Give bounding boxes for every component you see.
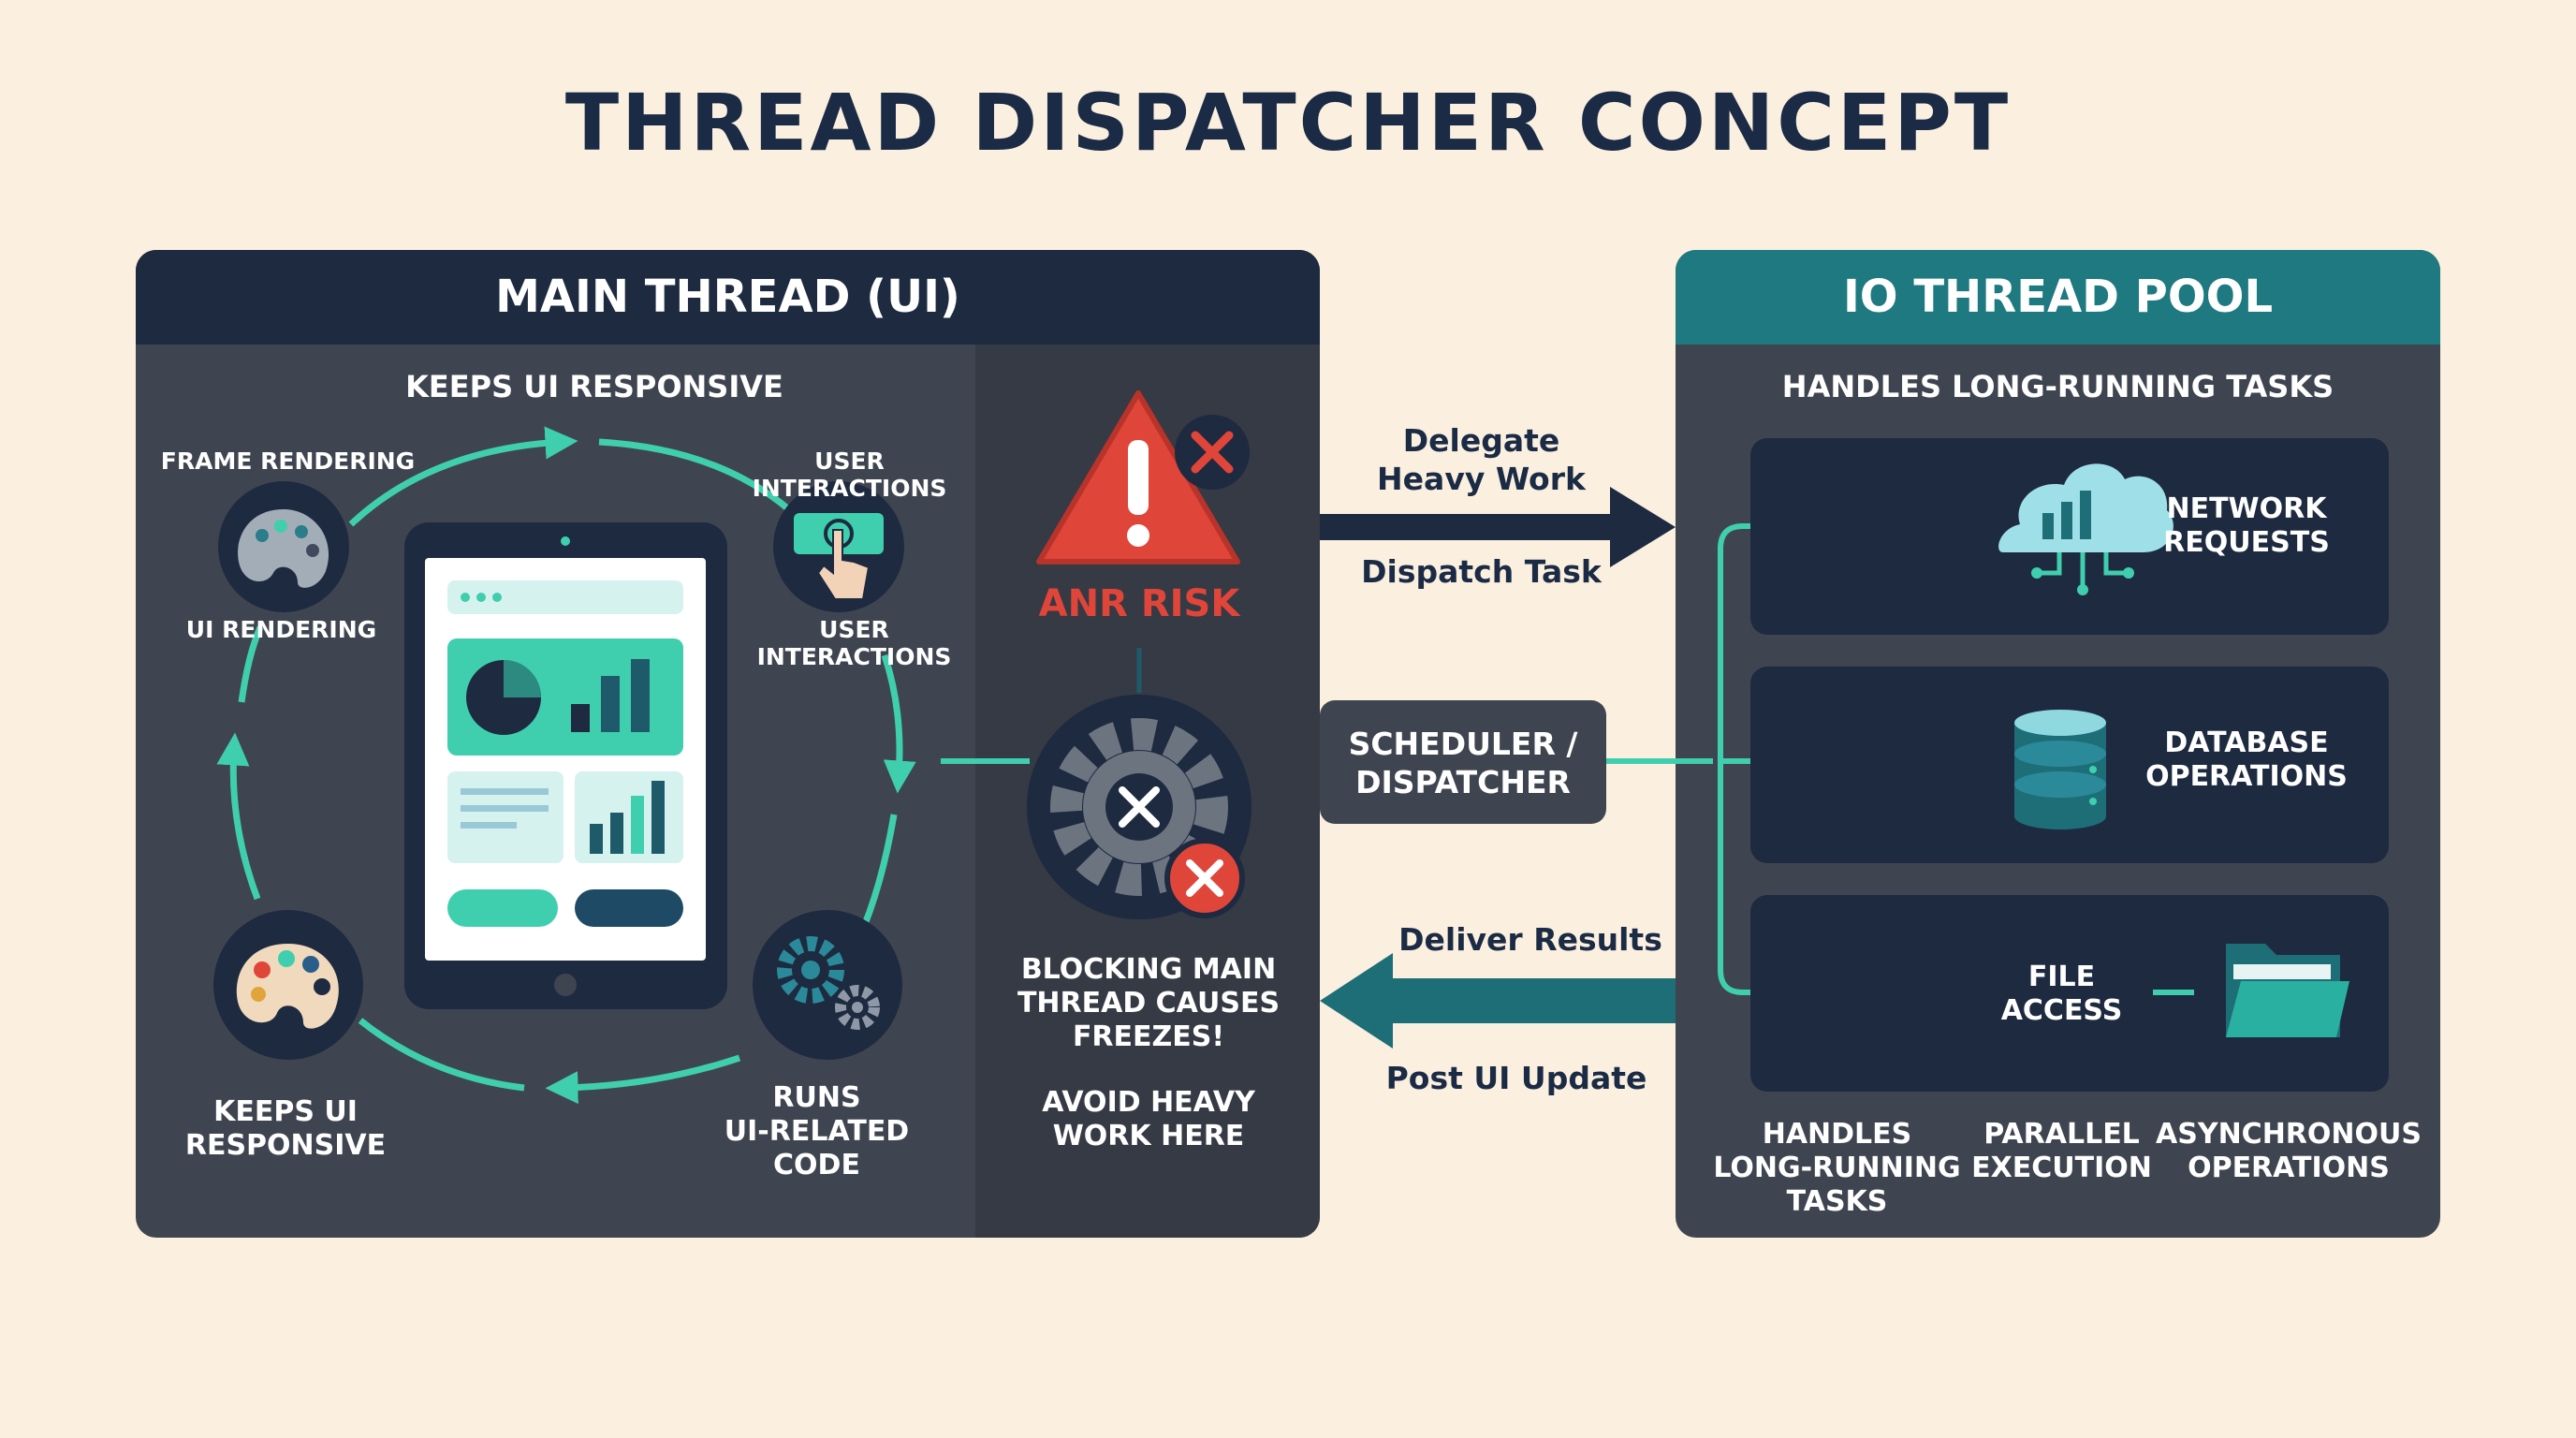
runs-ui-code-label: RUNS UI-RELATED CODE bbox=[724, 1081, 910, 1181]
user-interactions-top-label: USER INTERACTIONS bbox=[752, 448, 947, 502]
main-thread-title: MAIN THREAD (UI) bbox=[495, 271, 960, 323]
delegate-heavy-work-label: Delegate Heavy Work bbox=[1377, 422, 1586, 497]
io-footer-parallel: PARALLEL EXECUTION bbox=[1971, 1118, 2152, 1184]
touch-icon bbox=[773, 481, 904, 612]
io-footer-long-running: HANDLES LONG-RUNNING TASKS bbox=[1713, 1118, 1961, 1218]
io-thread-pool-title: IO THREAD POOL bbox=[1842, 271, 2274, 323]
database-operations-label: DATABASE OPERATIONS bbox=[2145, 726, 2348, 793]
network-requests-label: NETWORK REQUESTS bbox=[2163, 492, 2330, 559]
dispatcher-box bbox=[1320, 700, 1606, 824]
delegate-arrow bbox=[1320, 487, 1676, 567]
warning-triangle-icon bbox=[1036, 390, 1250, 565]
page-title: THREAD DISPATCHER CONCEPT bbox=[564, 77, 2012, 169]
tablet-illustration bbox=[404, 522, 727, 1009]
post-ui-update-label: Post UI Update bbox=[1385, 1060, 1647, 1096]
user-interactions-bottom-label: USER INTERACTIONS bbox=[756, 616, 952, 670]
ui-rendering-label: UI RENDERING bbox=[185, 616, 377, 643]
blocking-note: BLOCKING MAIN THREAD CAUSES FREEZES! bbox=[1017, 953, 1281, 1053]
frame-rendering-label: FRAME RENDERING bbox=[160, 448, 416, 475]
io-thread-pool-header: IO THREAD POOL bbox=[1676, 250, 2440, 345]
deliver-results-label: Deliver Results bbox=[1398, 921, 1662, 958]
folder-icon bbox=[2226, 944, 2349, 1037]
keeps-ui-responsive-label: KEEPS UI RESPONSIVE bbox=[184, 1095, 387, 1162]
palette-icon bbox=[218, 481, 349, 612]
ui-cycle-arrows bbox=[216, 426, 916, 1105]
main-thread-header: MAIN THREAD (UI) bbox=[136, 250, 1320, 345]
file-access-label: FILE ACCESS bbox=[2000, 961, 2123, 1027]
anr-risk-label: ANR RISK bbox=[1038, 582, 1240, 625]
io-pool-subtitle: HANDLES LONG-RUNNING TASKS bbox=[1781, 369, 2334, 404]
palette-icon-colored bbox=[213, 910, 363, 1060]
cloud-icon bbox=[1998, 463, 2174, 595]
main-thread-subtitle: KEEPS UI RESPONSIVE bbox=[405, 369, 783, 404]
gears-icon bbox=[753, 910, 902, 1060]
deliver-results-arrow bbox=[1320, 953, 1676, 1049]
avoid-heavy-work-note: AVOID HEAVY WORK HERE bbox=[1042, 1086, 1255, 1152]
database-icon bbox=[2014, 710, 2106, 829]
dispatch-task-label: Dispatch Task bbox=[1361, 553, 1602, 590]
scheduler-dispatcher-label: SCHEDULER / DISPATCHER bbox=[1348, 726, 1578, 800]
blocked-gear-icon bbox=[1027, 695, 1251, 919]
io-footer-async: ASYNCHRONOUS OPERATIONS bbox=[2156, 1118, 2422, 1184]
